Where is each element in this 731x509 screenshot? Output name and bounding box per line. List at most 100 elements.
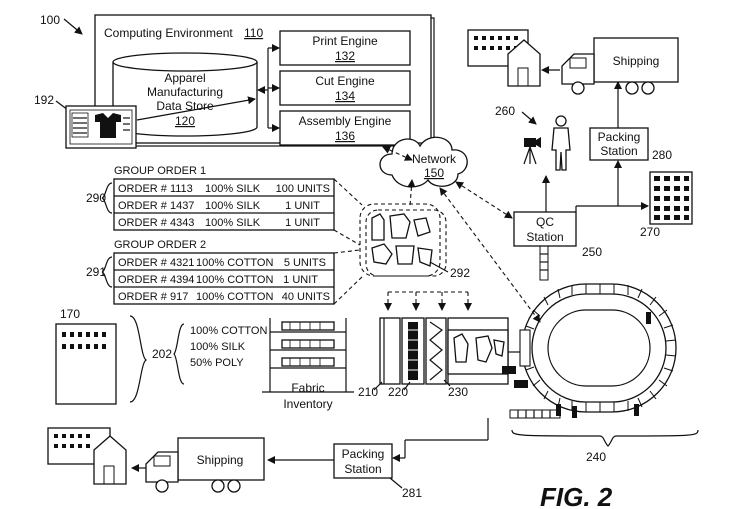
device-datastore-arrow xyxy=(136,96,256,121)
cut-engine-label: Cut Engine xyxy=(315,74,375,88)
order-units: 1 UNIT xyxy=(285,217,320,229)
order-material: 100% SILK xyxy=(205,200,261,212)
ref-292-leader xyxy=(429,261,449,273)
assembly-engine-label: Assembly Engine xyxy=(299,114,392,128)
materials-bracket xyxy=(173,323,185,385)
packing-top-label-2: Station xyxy=(600,144,637,158)
conveyor-loop xyxy=(519,283,677,413)
fabric-label-1: Fabric xyxy=(291,381,324,395)
factory-bracket xyxy=(129,315,148,403)
loop-brace xyxy=(511,429,699,447)
ref-290: 290 xyxy=(86,191,106,205)
ref-220: 220 xyxy=(388,385,408,399)
group-order-2-table: ORDER # 4321 100% COTTON 5 UNITS ORDER #… xyxy=(113,252,335,305)
order-number: ORDER # 917 xyxy=(118,291,188,303)
ref-260: 260 xyxy=(495,104,515,118)
table-row: ORDER # 1113 100% SILK 100 UNITS xyxy=(118,183,330,195)
cut-engine: Cut Engine 134 xyxy=(279,70,411,106)
warehouse-top xyxy=(467,29,541,87)
print-station xyxy=(379,317,401,385)
packing-bottom-label-2: Station xyxy=(344,462,381,476)
order-number: ORDER # 1113 xyxy=(118,183,193,195)
ref-210-leader xyxy=(373,381,383,391)
assembly-area xyxy=(447,317,509,385)
camera-icon xyxy=(523,137,541,165)
order-number: ORDER # 4394 xyxy=(118,274,194,286)
shipping-top-label: Shipping xyxy=(613,54,660,68)
ref-270: 270 xyxy=(640,225,660,239)
group-order-1-title: GROUP ORDER 1 xyxy=(114,165,206,177)
packing-station-bottom: Packing Station xyxy=(333,443,393,479)
order-material: 100% SILK xyxy=(205,183,261,195)
conveyor-qc-feed xyxy=(539,245,549,281)
ref-210: 210 xyxy=(358,385,378,399)
assembly-engine: Assembly Engine 136 xyxy=(279,110,411,146)
computing-environment-title: Computing Environment xyxy=(104,26,233,40)
ref-281-leader xyxy=(389,477,403,489)
order-units: 1 UNIT xyxy=(285,200,320,212)
warehouse-bottom xyxy=(47,427,127,485)
ref-281: 281 xyxy=(402,486,422,500)
cut-station xyxy=(401,317,425,385)
ref-260-arrow xyxy=(521,111,537,125)
print-engine-label: Print Engine xyxy=(312,34,378,48)
env-network-link xyxy=(382,146,413,161)
ref-280: 280 xyxy=(652,148,672,162)
client-device-icon xyxy=(65,105,137,149)
ref-230-leader xyxy=(443,379,451,387)
order-material: 100% COTTON xyxy=(196,291,273,303)
order-units: 1 UNIT xyxy=(283,274,318,286)
ref-240: 240 xyxy=(586,450,606,464)
order-number: ORDER # 4321 xyxy=(118,257,194,269)
inspector-person-icon xyxy=(551,115,571,171)
ref-291: 291 xyxy=(86,265,106,279)
print-engine: Print Engine 132 xyxy=(279,30,411,66)
datastore-label-1: Apparel xyxy=(164,71,205,85)
ref-250: 250 xyxy=(582,245,602,259)
packing-bottom-label-1: Packing xyxy=(342,447,385,461)
order-number: ORDER # 1437 xyxy=(118,200,194,212)
group-order-1-table: ORDER # 1113 100% SILK 100 UNITS ORDER #… xyxy=(113,178,335,231)
ref-230: 230 xyxy=(448,385,468,399)
ref-120: 120 xyxy=(175,114,195,128)
material-cotton: 100% COTTON xyxy=(190,325,267,337)
shipping-truck-bottom: Shipping xyxy=(145,437,265,493)
ref-134: 134 xyxy=(335,89,355,103)
group-1-bracket xyxy=(101,182,113,214)
station-feed-lines xyxy=(384,291,472,311)
fabric-label-2: Inventory xyxy=(283,397,332,411)
ref-100: 100 xyxy=(40,13,60,27)
qc-station: QC Station xyxy=(513,211,577,247)
assembly-station xyxy=(425,317,447,385)
table-row: ORDER # 1437 100% SILK 1 UNIT xyxy=(118,200,320,212)
order-projection-lines xyxy=(333,178,365,305)
group-2-bracket xyxy=(101,256,113,288)
ref-132: 132 xyxy=(335,49,355,63)
order-material: 100% COTTON xyxy=(196,274,273,286)
qc-outputs xyxy=(575,160,649,212)
ref-202: 202 xyxy=(152,347,172,361)
table-row: ORDER # 4394 100% COTTON 1 UNIT xyxy=(118,274,318,286)
order-material: 100% SILK xyxy=(205,217,261,229)
shipping-bottom-label: Shipping xyxy=(197,453,244,467)
group-order-2-title: GROUP ORDER 2 xyxy=(114,239,206,251)
ref-110: 110 xyxy=(244,26,263,40)
table-row: ORDER # 4321 100% COTTON 5 UNITS xyxy=(118,257,326,269)
network-label: Network xyxy=(412,152,457,166)
ref-100-arrow xyxy=(63,18,83,35)
ref-150: 150 xyxy=(424,166,444,180)
ref-192: 192 xyxy=(34,93,54,107)
shipping-truck-top: Shipping xyxy=(561,37,679,95)
order-units: 5 UNITS xyxy=(284,257,326,269)
shirt-icon xyxy=(95,113,121,138)
datastore-label-3: Data Store xyxy=(156,99,214,113)
storage-rack xyxy=(649,171,693,225)
ref-170: 170 xyxy=(60,307,80,321)
order-units: 100 UNITS xyxy=(276,183,330,195)
datastore-label-2: Manufacturing xyxy=(147,85,223,99)
ref-136: 136 xyxy=(335,129,355,143)
ref-292: 292 xyxy=(450,266,470,280)
factory-building xyxy=(55,323,117,405)
qc-label-2: Station xyxy=(526,230,563,244)
